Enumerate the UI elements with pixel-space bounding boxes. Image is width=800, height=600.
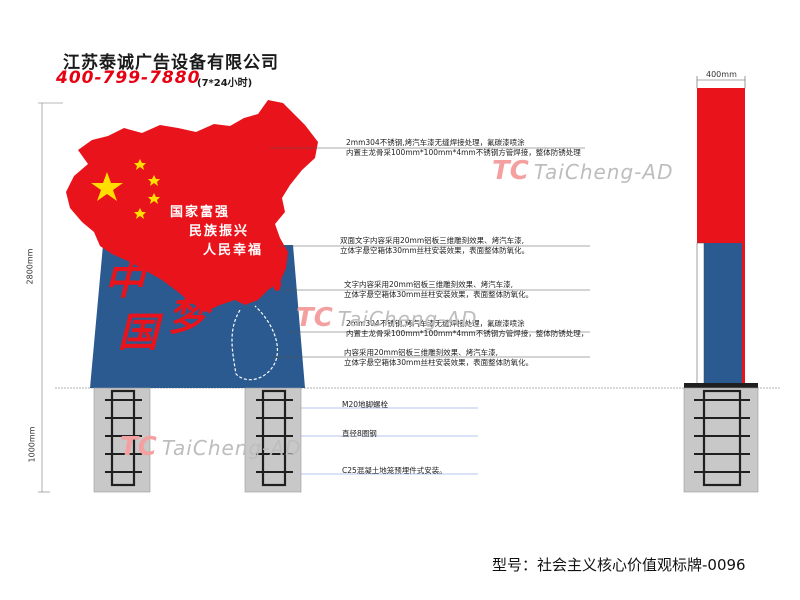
annotation-2: 双面文字内容采用20mm铝板三维雕刻效果、烤汽车漆, 立体字悬空箱体30mm丝柱… (340, 236, 530, 255)
china-map-shape (66, 100, 318, 312)
big-star-icon (91, 172, 123, 201)
watermark-top: TC TaiCheng-AD (492, 156, 674, 186)
hotline-number: 400-799-7880 (56, 68, 201, 88)
watermark-bottom: TC TaiCheng-AD (120, 432, 302, 462)
foundation-height-label: 1000mm (27, 426, 37, 463)
front-height-label: 2800mm (25, 248, 35, 285)
watermark-logo-icon: TC (120, 432, 157, 462)
foundation-note-rebar: 直径8圈钢 (342, 429, 377, 438)
foundation-note-concrete: C25混凝土地笼预埋件式安装。 (342, 466, 447, 475)
side-base-plate (684, 383, 758, 388)
slogan-line-2: 民族振兴 (189, 224, 250, 239)
big-char-meng: 梦 (168, 293, 208, 340)
taiwan-island (273, 277, 281, 291)
foundation-side (683, 387, 759, 493)
annotation-1: 2mm304不锈钢,烤汽车漆无缝焊接处理，氟碳漆喷涂 内置主龙骨采100mm*1… (346, 138, 581, 157)
side-width-label: 400mm (706, 70, 737, 79)
annotation-5: 内容采用20mm铝板三维雕刻效果、烤汽车漆, 立体字悬空箱体30mm丝柱安装效果… (344, 348, 534, 367)
big-char-zhong: 中 (104, 257, 144, 304)
watermark-middle: TC TaiCheng-AD (296, 303, 478, 333)
south-sea-outline (231, 305, 278, 381)
foundation-right (244, 387, 302, 493)
watermark-logo-icon: TC (296, 303, 333, 333)
model-number: 型号：社会主义核心价值观标牌-0096 (492, 556, 746, 574)
side-frame (696, 242, 705, 387)
small-star-icon (148, 193, 160, 204)
annotation-4: 2mm304不锈钢,烤汽车漆无缝焊接处理，氟碳漆喷涂 内置主龙骨采100mm*1… (346, 319, 589, 338)
small-star-icon (148, 175, 160, 186)
foundation-left (93, 387, 151, 493)
side-blue-panel (704, 243, 742, 386)
small-star-icon (134, 208, 146, 219)
foundation-leaders (301, 407, 478, 475)
slogan-line-3: 人民幸福 (203, 243, 264, 258)
hotline-hours: (7*24小时) (197, 78, 253, 89)
leader-lines (270, 147, 590, 358)
company-name: 江苏泰诚广告设备有限公司 (63, 53, 279, 73)
slogan-line-1: 国家富强 (170, 205, 231, 220)
annotation-3: 文字内容采用20mm铝板三维雕刻效果、烤汽车漆, 立体字悬空箱体30mm丝柱安装… (344, 280, 534, 299)
foundation-note-bolt: M20地脚螺栓 (342, 400, 389, 409)
small-star-icon (134, 159, 146, 170)
watermark-logo-icon: TC (492, 156, 529, 186)
big-char-guo: 国 (118, 309, 158, 356)
flag-stars (91, 159, 160, 219)
